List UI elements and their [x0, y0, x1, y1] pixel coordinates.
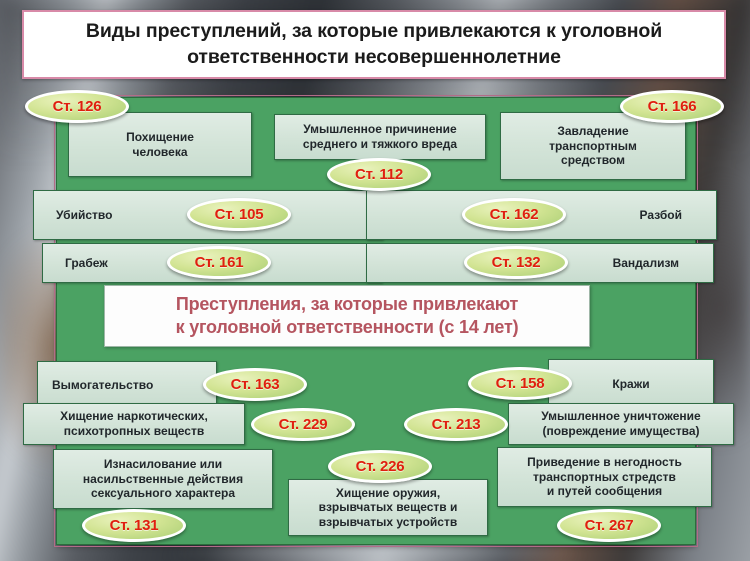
- crime-label-sexual-assault-l2: насильственные действия: [82, 471, 244, 486]
- article-badge-132[interactable]: Ст. 132: [464, 246, 568, 279]
- crime-label-robbery-violent: Разбой: [639, 207, 682, 222]
- crime-label-robbery: Грабеж: [65, 255, 108, 270]
- crime-label-weapon-theft-l2: взрывчатых веществ и: [318, 500, 458, 515]
- crime-box-extortion[interactable]: Вымогательство: [37, 361, 217, 409]
- article-badge-161[interactable]: Ст. 161: [167, 246, 271, 279]
- article-badge-162-label: Ст. 162: [489, 206, 539, 223]
- article-badge-226-label: Ст. 226: [355, 458, 405, 475]
- article-badge-226[interactable]: Ст. 226: [328, 450, 432, 483]
- crime-label-sexual-assault-l1: Изнасилование или: [103, 457, 223, 472]
- article-badge-112[interactable]: Ст. 112: [327, 158, 431, 191]
- crime-label-transport-sabotage-l3: и путей сообщения: [546, 484, 663, 499]
- center-banner-line-1: Преступления, за которые привлекают: [175, 293, 519, 314]
- crime-label-property-damage-l2: (повреждение имущества): [542, 424, 700, 438]
- article-badge-131-label: Ст. 131: [109, 517, 159, 534]
- article-badge-213[interactable]: Ст. 213: [404, 408, 508, 441]
- crime-label-kidnapping-l1: Похищение: [126, 129, 194, 144]
- crime-label-harm-l2: среднего и тяжкого вреда: [302, 137, 458, 151]
- article-badge-126-label: Ст. 126: [52, 98, 102, 115]
- slide-title-plate: Виды преступлений, за которые привлекают…: [22, 10, 726, 79]
- article-badge-161-label: Ст. 161: [194, 254, 244, 271]
- crime-box-theft[interactable]: Кражи: [548, 359, 714, 409]
- crime-box-kidnapping[interactable]: Похищение человека: [68, 112, 252, 177]
- crime-label-kidnapping-l2: человека: [132, 144, 188, 159]
- center-banner-line-2: к уголовной ответственности (с 14 лет): [175, 317, 519, 337]
- crime-label-transport-sabotage-l2: транспортных стредств: [533, 469, 676, 484]
- crime-label-transport-sabotage-l1: Приведение в негодность: [527, 455, 682, 470]
- article-badge-105[interactable]: Ст. 105: [187, 198, 291, 231]
- page-title-line-1: Виды преступлений, за которые привлекают…: [85, 19, 663, 42]
- crime-box-sexual-assault[interactable]: Изнасилование или насильственные действи…: [53, 449, 273, 509]
- crime-label-harm-l1: Умышленное причинение: [303, 122, 457, 137]
- crime-label-sexual-assault-l3: сексуального характера: [90, 486, 236, 501]
- crime-label-murder: Убийство: [56, 207, 113, 222]
- article-badge-158[interactable]: Ст. 158: [468, 367, 572, 400]
- crime-label-vandalism: Вандализм: [612, 255, 679, 270]
- crime-box-transport-sabotage[interactable]: Приведение в негодность транспортных стр…: [497, 447, 712, 507]
- article-badge-229-label: Ст. 229: [278, 416, 328, 433]
- crime-label-vehicle-seizure-l2: транспортным: [549, 138, 637, 153]
- article-badge-131[interactable]: Ст. 131: [82, 509, 186, 542]
- article-badge-267[interactable]: Ст. 267: [557, 509, 661, 542]
- article-badge-267-label: Ст. 267: [584, 517, 634, 534]
- crime-box-harm[interactable]: Умышленное причинение среднего и тяжкого…: [274, 114, 486, 160]
- article-badge-162[interactable]: Ст. 162: [462, 198, 566, 231]
- crime-box-property-damage[interactable]: Умышленное уничтожение (повреждение имущ…: [508, 403, 734, 445]
- crime-label-property-damage-l1: Умышленное уничтожение: [541, 409, 701, 424]
- article-badge-166-label: Ст. 166: [647, 98, 697, 115]
- crime-label-extortion: Вымогательство: [52, 377, 154, 392]
- crime-box-drug-theft[interactable]: Хищение наркотических, психотропных веще…: [23, 403, 245, 445]
- page-title: Виды преступлений, за которые привлекают…: [74, 19, 674, 70]
- crime-label-weapon-theft-l1: Хищение оружия,: [335, 485, 441, 500]
- crime-box-weapon-theft[interactable]: Хищение оружия, взрывчатых веществ и взр…: [288, 479, 488, 536]
- crime-label-drug-theft-l1: Хищение наркотических,: [60, 409, 208, 424]
- crime-label-vehicle-seizure-l1: Завладение: [557, 124, 629, 139]
- article-badge-158-label: Ст. 158: [495, 375, 545, 392]
- crime-label-vehicle-seizure-l3: средством: [561, 153, 625, 168]
- center-banner: Преступления, за которые привлекают к уг…: [104, 285, 590, 347]
- page-title-line-2: ответственности несовершеннолетние: [187, 45, 561, 68]
- article-badge-163-label: Ст. 163: [230, 376, 280, 393]
- crime-label-drug-theft-l2: психотропных веществ: [63, 424, 205, 438]
- article-badge-112-label: Ст. 112: [355, 166, 403, 183]
- article-badge-166[interactable]: Ст. 166: [620, 90, 724, 123]
- article-badge-163[interactable]: Ст. 163: [203, 368, 307, 401]
- article-badge-213-label: Ст. 213: [431, 416, 481, 433]
- article-badge-229[interactable]: Ст. 229: [251, 408, 355, 441]
- crime-box-vehicle-seizure[interactable]: Завладение транспортным средством: [500, 112, 686, 180]
- article-badge-105-label: Ст. 105: [214, 206, 264, 223]
- article-badge-126[interactable]: Ст. 126: [25, 90, 129, 123]
- crime-label-weapon-theft-l3: взрывчатых устройств: [318, 514, 458, 529]
- article-badge-132-label: Ст. 132: [491, 254, 541, 271]
- crime-label-theft: Кражи: [612, 376, 650, 391]
